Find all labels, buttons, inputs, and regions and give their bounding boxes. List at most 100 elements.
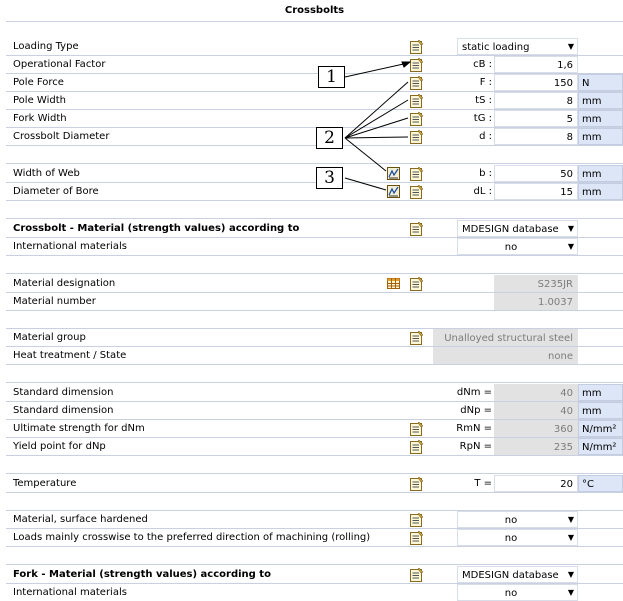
pole-width-unit[interactable]: mm (578, 92, 623, 109)
notepad-icon[interactable] (409, 93, 424, 108)
notepad-icon[interactable] (409, 75, 424, 90)
loads-crosswise-select[interactable]: no ▼ (457, 529, 578, 546)
fork-width-symbol: tG : (473, 113, 492, 124)
row-material-number: Material number 1.0037 (6, 293, 623, 311)
loading-type-select[interactable]: static loading ▼ (457, 38, 578, 55)
pole-force-symbol: F : (479, 77, 492, 88)
notepad-icon[interactable] (409, 567, 424, 582)
spacer-row (6, 456, 623, 474)
notepad-icon[interactable] (409, 330, 424, 345)
material-number-label: Material number (13, 296, 96, 307)
pole-force-input[interactable]: 150 (494, 74, 578, 91)
dropdown-arrow-icon[interactable]: ▼ (567, 533, 574, 542)
notepad-icon[interactable] (409, 111, 424, 126)
pole-force-unit[interactable]: N (578, 74, 623, 91)
row-diameter-of-bore: Diameter of Bore dL : 15 mm (6, 183, 623, 201)
pole-width-input[interactable]: 8 (494, 92, 578, 109)
notepad-icon[interactable] (409, 439, 424, 454)
loads-crosswise-label: Loads mainly crosswise to the preferred … (13, 532, 371, 543)
temperature-input[interactable]: 20 (494, 475, 578, 492)
diameter-of-bore-input[interactable]: 15 (494, 183, 578, 200)
crossbolt-material-label: Crossbolt - Material (strength values) a… (13, 223, 300, 234)
spacer-row (6, 311, 623, 329)
heat-treatment-value: none (433, 347, 578, 364)
diameter-of-bore-symbol: dL : (473, 186, 492, 197)
notepad-icon[interactable] (409, 512, 424, 527)
fork-material-select[interactable]: MDESIGN database ▼ (457, 566, 578, 583)
row-ultimate-strength: Ultimate strength for dNm RmN = 360 N/mm… (6, 420, 623, 438)
temperature-label: Temperature (13, 478, 77, 489)
surface-hardened-select[interactable]: no ▼ (457, 511, 578, 528)
notepad-icon[interactable] (409, 421, 424, 436)
notepad-icon[interactable] (409, 530, 424, 545)
dropdown-arrow-icon[interactable]: ▼ (567, 570, 574, 579)
dnp-value: 40 (494, 402, 578, 419)
dropdown-arrow-icon[interactable]: ▼ (567, 515, 574, 524)
formula-icon[interactable] (386, 166, 401, 181)
international-materials-fork-select[interactable]: no ▼ (457, 584, 578, 601)
notepad-icon[interactable] (409, 184, 424, 199)
row-fork-width: Fork Width tG : 5 mm (6, 110, 623, 128)
dropdown-arrow-icon[interactable]: ▼ (567, 42, 574, 51)
width-of-web-label: Width of Web (13, 168, 80, 179)
fork-width-unit[interactable]: mm (578, 110, 623, 127)
international-materials-select[interactable]: no ▼ (457, 238, 578, 255)
diameter-of-bore-unit[interactable]: mm (578, 183, 623, 200)
dropdown-arrow-icon[interactable]: ▼ (567, 588, 574, 597)
callout-3: 3 (316, 167, 343, 189)
notepad-icon[interactable] (409, 276, 424, 291)
spacer-row (6, 256, 623, 274)
loading-type-value: static loading (462, 42, 530, 53)
row-international-materials-fork: International materials no ▼ (6, 584, 623, 601)
material-group-value: Unalloyed structural steel (433, 329, 578, 346)
dnm-unit[interactable]: mm (578, 384, 623, 401)
crossbolt-diameter-unit[interactable]: mm (578, 128, 623, 145)
callout-2: 2 (316, 127, 343, 149)
spacer-row (6, 493, 623, 511)
notepad-icon[interactable] (409, 57, 424, 72)
formula-icon[interactable] (386, 184, 401, 199)
rpn-symbol: RpN = (459, 441, 492, 452)
notepad-icon[interactable] (409, 221, 424, 236)
yield-point-label: Yield point for dNp (13, 441, 106, 452)
temperature-symbol: T = (474, 478, 492, 489)
crossbolt-diameter-input[interactable]: 8 (494, 128, 578, 145)
operational-factor-label: Operational Factor (13, 59, 106, 70)
dropdown-arrow-icon[interactable]: ▼ (567, 242, 574, 251)
spacer-row (6, 365, 623, 383)
width-of-web-input[interactable]: 50 (494, 165, 578, 182)
operational-factor-input[interactable]: 1,6 (494, 56, 578, 73)
rmn-unit[interactable]: N/mm² (578, 420, 623, 437)
pole-width-symbol: tS : (475, 95, 492, 106)
ultimate-strength-label: Ultimate strength for dNm (13, 423, 145, 434)
standard-dimension-label: Standard dimension (13, 387, 114, 398)
page-title: Crossbolts (6, 0, 623, 22)
notepad-icon[interactable] (409, 166, 424, 181)
international-materials-label: International materials (13, 241, 127, 252)
dnp-unit[interactable]: mm (578, 402, 623, 419)
dropdown-arrow-icon[interactable]: ▼ (567, 224, 574, 233)
row-pole-force: Pole Force F : 150 N (6, 74, 623, 92)
fork-material-label: Fork - Material (strength values) accord… (13, 569, 271, 580)
loading-type-label: Loading Type (13, 41, 79, 52)
row-surface-hardened: Material, surface hardened no ▼ (6, 511, 623, 529)
heat-treatment-label: Heat treatment / State (13, 350, 127, 361)
temperature-unit[interactable]: °C (578, 475, 623, 492)
width-of-web-unit[interactable]: mm (578, 165, 623, 182)
crossbolt-material-value: MDESIGN database (462, 224, 559, 235)
rpn-value: 235 (494, 438, 578, 455)
row-loads-crosswise: Loads mainly crosswise to the preferred … (6, 529, 623, 547)
notepad-icon[interactable] (409, 129, 424, 144)
table-icon[interactable] (386, 276, 401, 291)
crossbolt-material-select[interactable]: MDESIGN database ▼ (457, 220, 578, 237)
row-crossbolt-diameter: Crossbolt Diameter d : 8 mm (6, 128, 623, 146)
dnp-symbol: dNp = (460, 405, 492, 416)
pole-width-label: Pole Width (13, 95, 66, 106)
loads-crosswise-value: no (504, 533, 518, 544)
notepad-icon[interactable] (409, 476, 424, 491)
fork-width-input[interactable]: 5 (494, 110, 578, 127)
row-international-materials: International materials no ▼ (6, 238, 623, 256)
rpn-unit[interactable]: N/mm² (578, 438, 623, 455)
notepad-icon[interactable] (409, 39, 424, 54)
